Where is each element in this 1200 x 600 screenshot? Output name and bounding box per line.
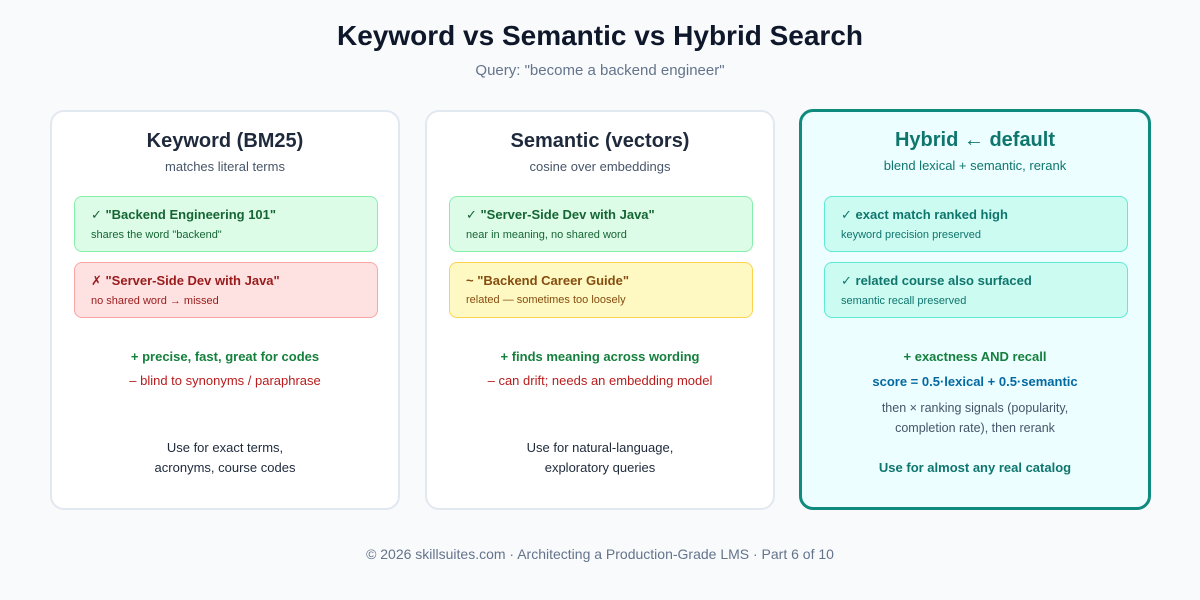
- card-title: Keyword (BM25): [146, 130, 304, 152]
- result-item: ~ "Backend Career Guide" related — somet…: [449, 262, 753, 318]
- con-text: – blind to synonyms / paraphrase: [129, 373, 321, 388]
- use-case-line: Use for exact terms,: [166, 440, 284, 455]
- result-item: ✓ "Server-Side Dev with Java" near in me…: [449, 196, 753, 252]
- card-title: Hybrid ← default: [894, 129, 1055, 151]
- pro-text: + finds meaning across wording: [500, 349, 700, 364]
- ranking-note-line: then × ranking signals (popularity,: [881, 401, 1069, 415]
- con-text: – can drift; needs an embedding model: [487, 373, 713, 388]
- result-note: no shared word → missed: [91, 295, 219, 307]
- footer-credit: © 2026 skillsuites.com · Architecting a …: [366, 546, 834, 562]
- hybrid-card: Hybrid ← default blend lexical + semanti…: [799, 109, 1151, 510]
- use-case-line: exploratory queries: [544, 460, 656, 475]
- pro-text: + precise, fast, great for codes: [130, 349, 320, 364]
- result-note: near in meaning, no shared word: [466, 229, 627, 241]
- result-title: ✓ "Backend Engineering 101": [91, 207, 277, 222]
- result-note: related — sometimes too loosely: [466, 294, 626, 306]
- use-case-text: Use for exact terms, acronyms, course co…: [52, 438, 398, 478]
- card-subtitle: matches literal terms: [165, 159, 285, 174]
- result-title: ✗ "Server-Side Dev with Java": [91, 273, 280, 288]
- result-item: ✓ related course also surfaced semantic …: [824, 262, 1128, 318]
- result-item: ✓ exact match ranked high keyword precis…: [824, 196, 1128, 252]
- result-note: keyword precision preserved: [841, 229, 982, 241]
- score-formula: score = 0.5·lexical + 0.5·semantic: [872, 374, 1078, 389]
- semantic-card: Semantic (vectors) cosine over embedding…: [425, 110, 775, 510]
- pro-text: + exactness AND recall: [903, 349, 1047, 364]
- result-title: ~ "Backend Career Guide": [466, 273, 629, 288]
- result-note: semantic recall preserved: [841, 295, 967, 307]
- use-case-text: Use for natural-language, exploratory qu…: [427, 438, 773, 478]
- page-title: Keyword vs Semantic vs Hybrid Search: [337, 20, 863, 51]
- use-case-line: Use for natural-language,: [526, 440, 674, 455]
- keyword-card: Keyword (BM25) matches literal terms ✓ "…: [50, 110, 400, 510]
- result-title: ✓ related course also surfaced: [841, 273, 1032, 288]
- query-subtitle: Query: "become a backend engineer": [475, 62, 725, 79]
- result-title: ✓ exact match ranked high: [841, 207, 1008, 222]
- use-case-text: Use for almost any real catalog: [878, 460, 1072, 475]
- card-subtitle: cosine over embeddings: [529, 159, 671, 174]
- use-case-line: acronyms, course codes: [154, 460, 296, 475]
- ranking-note: then × ranking signals (popularity, comp…: [802, 398, 1148, 438]
- result-item: ✗ "Server-Side Dev with Java" no shared …: [74, 262, 378, 318]
- result-item: ✓ "Backend Engineering 101" shares the w…: [74, 196, 378, 252]
- result-title: ✓ "Server-Side Dev with Java": [466, 207, 655, 222]
- result-note: shares the word "backend": [91, 229, 222, 241]
- card-title: Semantic (vectors): [510, 130, 690, 152]
- card-subtitle: blend lexical + semantic, rerank: [883, 158, 1067, 173]
- ranking-note-line: completion rate), then rerank: [895, 421, 1055, 435]
